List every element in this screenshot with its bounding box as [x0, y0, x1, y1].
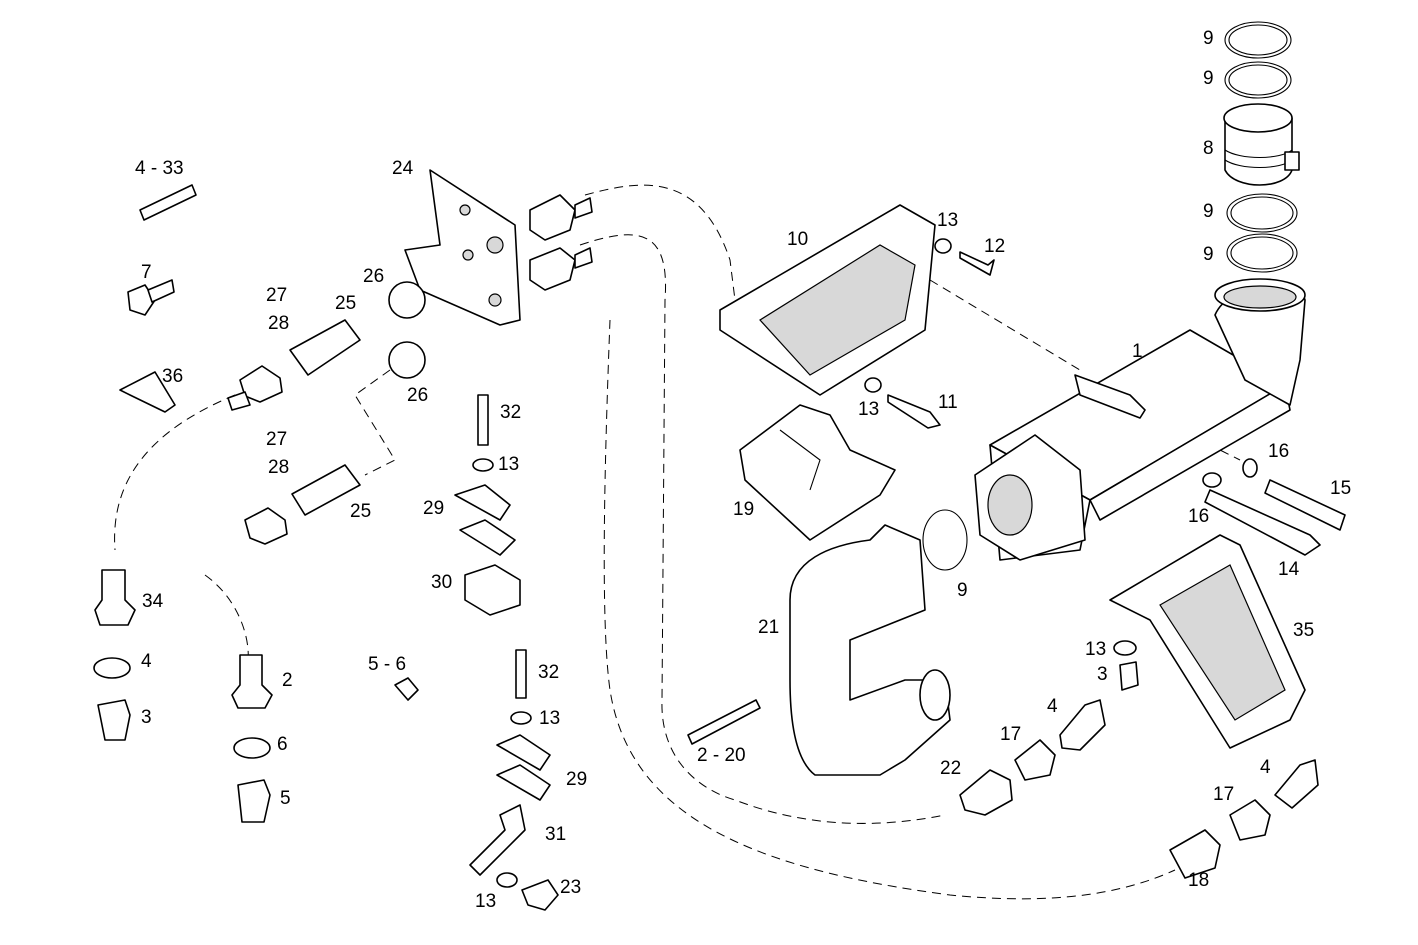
- callout-25: 25: [335, 293, 356, 314]
- callout-9: 9: [1203, 28, 1214, 49]
- callout-23: 23: [560, 877, 581, 898]
- callout-13: 13: [498, 454, 519, 475]
- callout-13: 13: [858, 399, 879, 420]
- callout-4: 4: [1047, 696, 1058, 717]
- callout-16: 16: [1268, 441, 1289, 462]
- callout-21: 21: [758, 617, 779, 638]
- callout-13: 13: [1085, 639, 1106, 660]
- bracket-19: [739, 404, 896, 541]
- callout-2: 2: [282, 670, 293, 691]
- callout-13: 13: [539, 708, 560, 729]
- callout-4: 4: [1260, 757, 1271, 778]
- callout-2-20: 2 - 20: [697, 745, 746, 766]
- callout-29: 29: [423, 498, 444, 519]
- callout-6: 6: [277, 734, 288, 755]
- callout-9: 9: [957, 580, 968, 601]
- callout-25: 25: [350, 501, 371, 522]
- callout-8: 8: [1203, 138, 1214, 159]
- callout-4-33: 4 - 33: [135, 158, 184, 179]
- callout-36: 36: [162, 366, 183, 387]
- callout-27: 27: [266, 285, 287, 306]
- right-lower-fittings: [687, 238, 1319, 879]
- callout-labels: 9 9 8 9 9 1 16 15 16 14 35 13 12 10 13 1…: [135, 28, 1351, 912]
- callout-26: 26: [363, 266, 384, 287]
- callout-30: 30: [431, 572, 452, 593]
- callout-11: 11: [938, 392, 958, 413]
- plate-24: [404, 169, 593, 326]
- callout-12: 12: [984, 236, 1005, 257]
- center-clamps: [454, 394, 559, 911]
- callout-32: 32: [538, 662, 559, 683]
- callout-17: 17: [1213, 784, 1234, 805]
- callout-9: 9: [1203, 68, 1214, 89]
- callout-9: 9: [1203, 244, 1214, 265]
- flange-10: [719, 204, 936, 396]
- callout-34: 34: [142, 591, 164, 612]
- callout-32: 32: [500, 402, 521, 423]
- callout-28: 28: [268, 313, 289, 334]
- callout-4: 4: [141, 651, 152, 672]
- callout-16: 16: [1188, 506, 1209, 527]
- callout-27: 27: [266, 429, 287, 450]
- callout-18: 18: [1188, 870, 1209, 891]
- callout-31: 31: [545, 824, 566, 845]
- callout-24: 24: [392, 158, 414, 179]
- callout-19: 19: [733, 499, 754, 520]
- callout-29: 29: [566, 769, 587, 790]
- bolts-14-15-16: [1202, 458, 1346, 556]
- callout-26: 26: [407, 385, 428, 406]
- callout-13: 13: [475, 891, 496, 912]
- callout-7: 7: [141, 262, 152, 283]
- o-rings-and-coupling: [1223, 21, 1300, 273]
- callout-3: 3: [1097, 664, 1108, 685]
- callout-9: 9: [1203, 201, 1214, 222]
- callout-15: 15: [1330, 478, 1351, 499]
- callout-3: 3: [141, 707, 152, 728]
- cooler-body: [974, 278, 1306, 561]
- callout-35: 35: [1293, 620, 1314, 641]
- left-fittings: [93, 184, 426, 823]
- pipe-21: [789, 509, 968, 776]
- callout-17: 17: [1000, 724, 1021, 745]
- callout-1: 1: [1132, 341, 1143, 362]
- callout-14: 14: [1278, 559, 1300, 580]
- callout-5-6: 5 - 6: [368, 654, 406, 675]
- callout-10: 10: [787, 229, 808, 250]
- callout-22: 22: [940, 758, 961, 779]
- callout-5: 5: [280, 788, 291, 809]
- callout-13: 13: [937, 210, 958, 231]
- callout-28: 28: [268, 457, 289, 478]
- bracket-35: [1109, 534, 1306, 749]
